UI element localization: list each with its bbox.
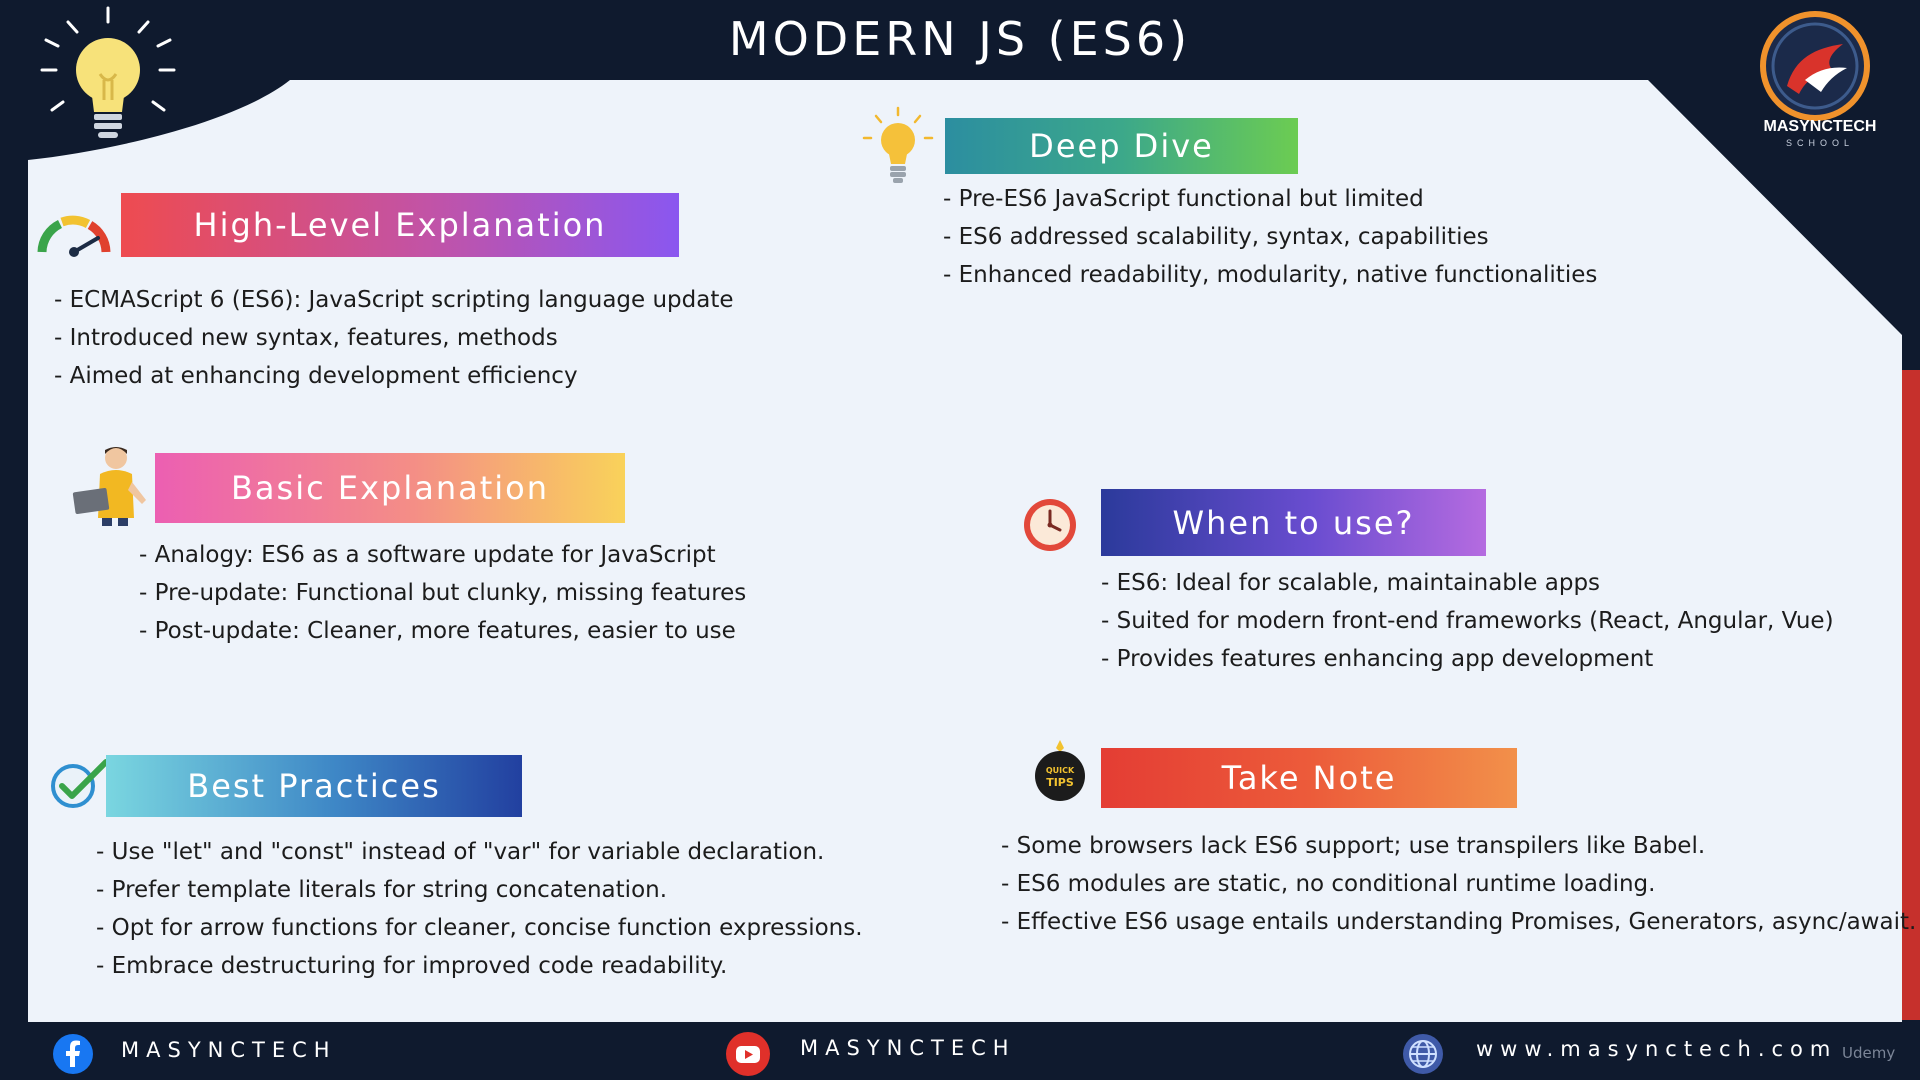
list-item: - Enhanced readability, modularity, nati… <box>943 262 1598 288</box>
basic-header: Basic Explanation <box>155 453 625 523</box>
high-level-header: High-Level Explanation <box>121 193 679 257</box>
person-laptop-icon <box>72 447 146 526</box>
footer-facebook-handle[interactable]: MASYNCTECH <box>121 1038 337 1062</box>
logo-subtitle: SCHOOL <box>1785 138 1854 148</box>
footer-website[interactable]: www.masynctech.com <box>1476 1037 1838 1061</box>
quick-tips-icon: QUICK TIPS <box>1035 740 1085 801</box>
udemy-watermark: Udemy <box>1842 1044 1896 1062</box>
quick-tips-label: TIPS <box>1046 776 1074 789</box>
globe-icon[interactable] <box>1402 1033 1444 1075</box>
clock-icon <box>1024 499 1076 551</box>
deep-dive-header: Deep Dive <box>945 118 1298 174</box>
when-to-use-list: - ES6: Ideal for scalable, maintainable … <box>1101 564 1834 678</box>
list-item: - Post-update: Cleaner, more features, e… <box>139 618 736 644</box>
list-item: - Pre-update: Functional but clunky, mis… <box>139 580 747 606</box>
list-item: - ECMAScript 6 (ES6): JavaScript scripti… <box>54 287 734 313</box>
gauge-icon <box>37 215 111 257</box>
accent-stripe <box>1902 370 1920 1020</box>
list-item: - Introduced new syntax, features, metho… <box>54 325 558 351</box>
check-icon <box>51 759 109 808</box>
list-item: - Some browsers lack ES6 support; use tr… <box>1001 833 1706 859</box>
footer-bar: MASYNCTECH MASYNCTECH www.masynctech.com… <box>0 1022 1920 1080</box>
list-item: - Use "let" and "const" instead of "var"… <box>96 839 825 865</box>
list-item: - Pre-ES6 JavaScript functional but limi… <box>943 186 1424 212</box>
list-item: - Suited for modern front-end frameworks… <box>1101 608 1834 634</box>
take-note-list: - Some browsers lack ES6 support; use tr… <box>1001 827 1916 941</box>
quick-tips-label: QUICK <box>1046 766 1075 775</box>
list-item: - Provides features enhancing app develo… <box>1101 646 1654 672</box>
deep-dive-list: - Pre-ES6 JavaScript functional but limi… <box>943 180 1597 294</box>
masynctech-logo <box>1760 11 1870 121</box>
page-title: MODERN JS (ES6) <box>728 12 1192 66</box>
list-item: - ES6 addressed scalability, syntax, cap… <box>943 224 1489 250</box>
high-level-list: - ECMAScript 6 (ES6): JavaScript scripti… <box>54 281 734 395</box>
list-item: - Prefer template literals for string co… <box>96 877 668 903</box>
list-item: - Analogy: ES6 as a software update for … <box>139 542 716 568</box>
logo-name: MASYNCTECH <box>1763 118 1877 135</box>
list-item: - Aimed at enhancing development efficie… <box>54 363 578 389</box>
lightbulb-icon <box>862 106 934 183</box>
take-note-header: Take Note <box>1101 748 1517 808</box>
list-item: - Effective ES6 usage entails understand… <box>1001 909 1917 935</box>
youtube-icon[interactable] <box>725 1031 771 1077</box>
list-item: - ES6: Ideal for scalable, maintainable … <box>1101 570 1601 596</box>
facebook-icon[interactable] <box>52 1033 94 1075</box>
best-practices-header: Best Practices <box>106 755 522 817</box>
when-to-use-header: When to use? <box>1101 489 1486 556</box>
list-item: - ES6 modules are static, no conditional… <box>1001 871 1656 897</box>
list-item: - Embrace destructuring for improved cod… <box>96 953 728 979</box>
basic-list: - Analogy: ES6 as a software update for … <box>139 536 746 650</box>
lightbulb-icon <box>40 6 176 138</box>
best-practices-list: - Use "let" and "const" instead of "var"… <box>96 833 863 985</box>
list-item: - Opt for arrow functions for cleaner, c… <box>96 915 863 941</box>
footer-youtube-handle[interactable]: MASYNCTECH <box>800 1036 1016 1060</box>
